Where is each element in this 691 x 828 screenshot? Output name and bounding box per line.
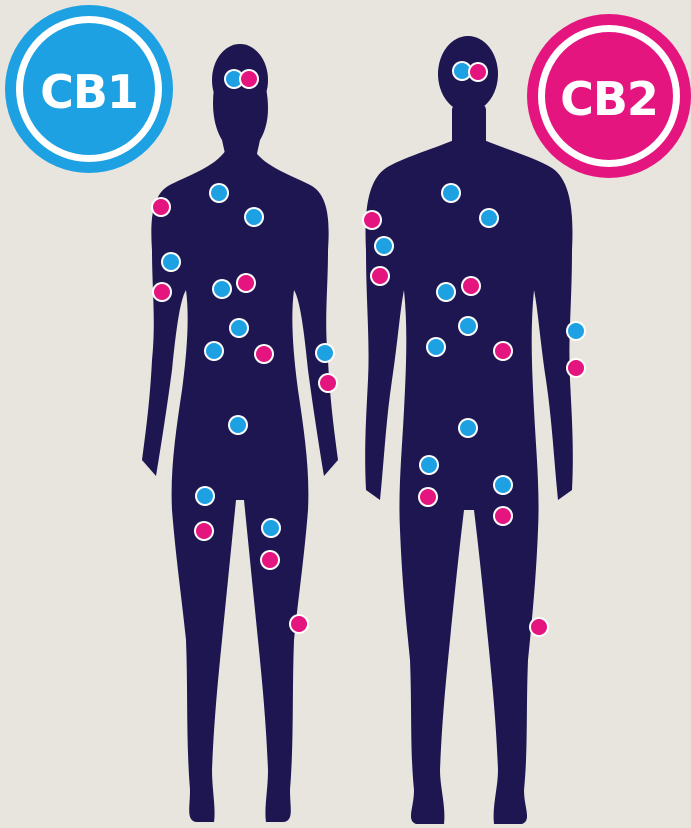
cb1-receptor-marker xyxy=(212,279,232,299)
cb2-receptor-marker xyxy=(362,210,382,230)
female-body xyxy=(142,150,338,822)
male-neck xyxy=(452,104,486,146)
cb1-receptor-marker xyxy=(458,418,478,438)
cb1-receptor-marker xyxy=(374,236,394,256)
cb1-receptor-marker xyxy=(458,316,478,336)
cb1-receptor-marker xyxy=(204,341,224,361)
cb2-receptor-marker xyxy=(529,617,549,637)
cb1-receptor-marker xyxy=(195,486,215,506)
cb1-receptor-marker xyxy=(261,518,281,538)
cb2-receptor-marker xyxy=(151,197,171,217)
cb2-badge: CB2 xyxy=(527,14,691,178)
cb1-receptor-marker xyxy=(244,207,264,227)
cb1-receptor-marker xyxy=(228,415,248,435)
cb2-receptor-marker xyxy=(418,487,438,507)
cb2-receptor-marker xyxy=(370,266,390,286)
female-hair-neck xyxy=(213,88,268,158)
male-body xyxy=(365,140,573,824)
cb1-receptor-marker xyxy=(566,321,586,341)
cb1-receptor-marker xyxy=(315,343,335,363)
cb2-receptor-marker xyxy=(493,341,513,361)
cb2-badge-label: CB2 xyxy=(560,72,658,126)
cb2-receptor-marker xyxy=(254,344,274,364)
cb2-receptor-marker xyxy=(566,358,586,378)
cb2-receptor-marker xyxy=(461,276,481,296)
cb2-receptor-marker xyxy=(260,550,280,570)
cb1-receptor-marker xyxy=(209,183,229,203)
cb2-receptor-marker xyxy=(236,273,256,293)
cb1-receptor-marker xyxy=(419,455,439,475)
cb1-badge-label: CB1 xyxy=(40,65,138,119)
cb1-receptor-marker xyxy=(229,318,249,338)
cb1-receptor-marker xyxy=(441,183,461,203)
cb1-receptor-marker xyxy=(436,282,456,302)
cb1-receptor-marker xyxy=(161,252,181,272)
cb2-receptor-marker xyxy=(152,282,172,302)
cb1-receptor-marker xyxy=(426,337,446,357)
cb2-receptor-marker xyxy=(318,373,338,393)
cb2-receptor-marker xyxy=(289,614,309,634)
cb2-receptor-marker xyxy=(468,62,488,82)
cb1-badge: CB1 xyxy=(5,5,173,173)
cb1-receptor-marker xyxy=(479,208,499,228)
cb1-receptor-marker xyxy=(493,475,513,495)
cb2-receptor-marker xyxy=(239,69,259,89)
cb2-receptor-marker xyxy=(194,521,214,541)
cb2-receptor-marker xyxy=(493,506,513,526)
